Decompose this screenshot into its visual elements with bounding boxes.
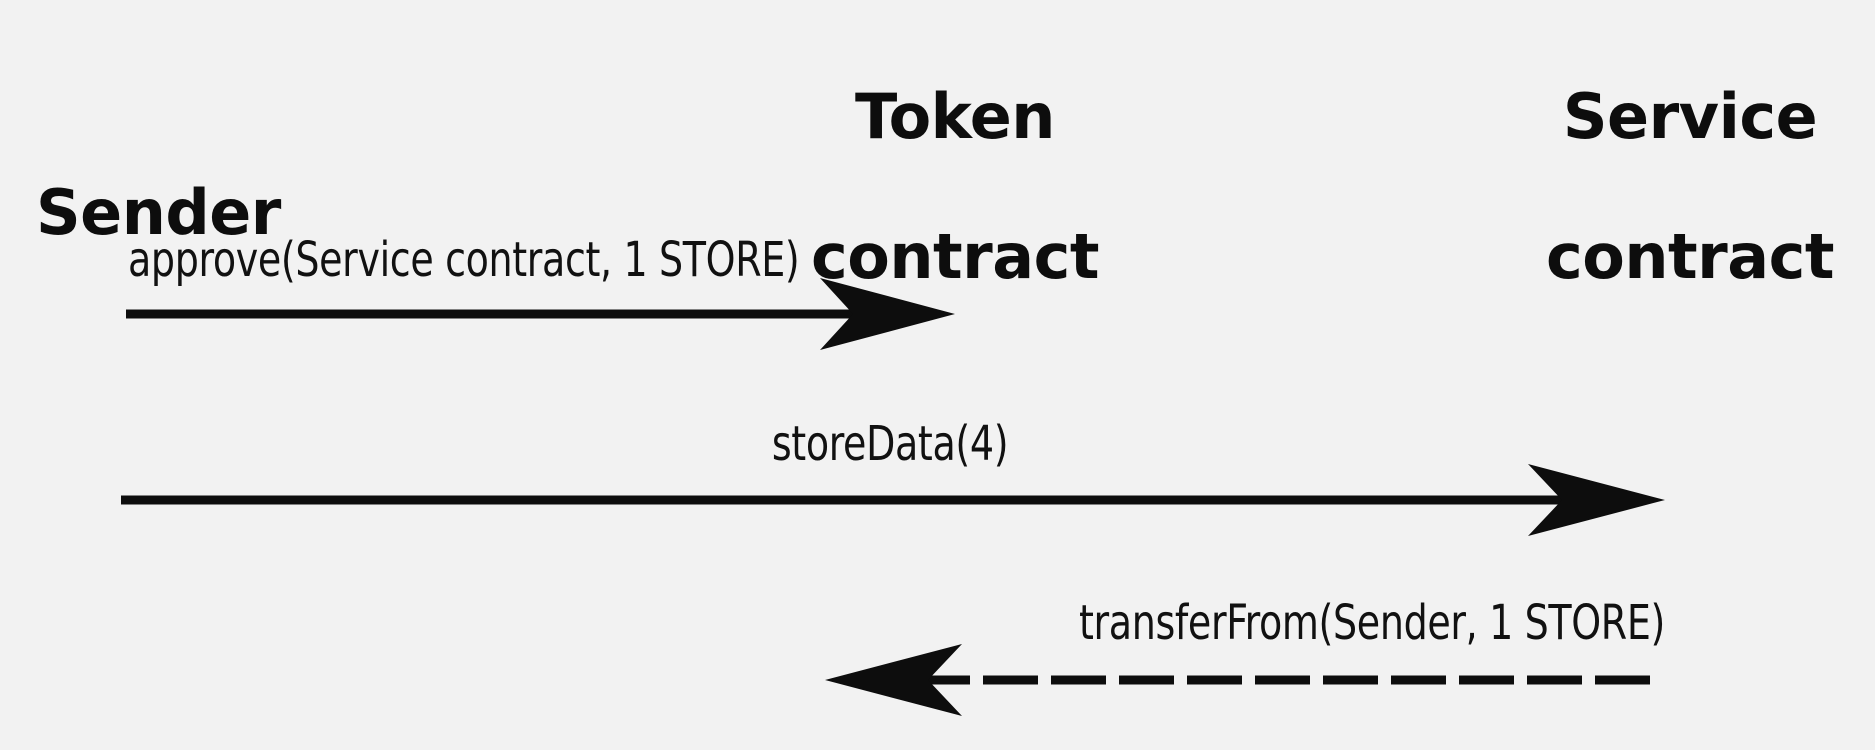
message-arrow-approve (126, 278, 955, 350)
lifeline-header-token-contract: Token contract (655, 12, 1255, 362)
message-arrow-storedata (121, 464, 1665, 536)
lifeline-label-token-line1: Token (855, 80, 1055, 154)
message-label-approve: approve(Service contract, 1 STORE) (128, 232, 800, 288)
message-label-transferfrom: transferFrom(Sender, 1 STORE) (1078, 595, 1665, 651)
arrow-head-storedata (1528, 464, 1665, 536)
lifeline-label-sender: Sender (36, 176, 281, 250)
lifeline-header-service-contract: Service contract (1390, 12, 1875, 362)
lifeline-label-token-line2: contract (811, 220, 1099, 294)
arrow-head-approve (820, 278, 955, 350)
lifeline-label-service-line2: contract (1546, 220, 1834, 294)
arrow-head-transferfrom (825, 644, 962, 716)
lifeline-header-sender: Sender (36, 108, 281, 248)
message-label-storedata: storeData(4) (771, 416, 1009, 472)
lifeline-label-service-line1: Service (1562, 80, 1818, 154)
message-arrow-transferfrom (825, 644, 1660, 716)
